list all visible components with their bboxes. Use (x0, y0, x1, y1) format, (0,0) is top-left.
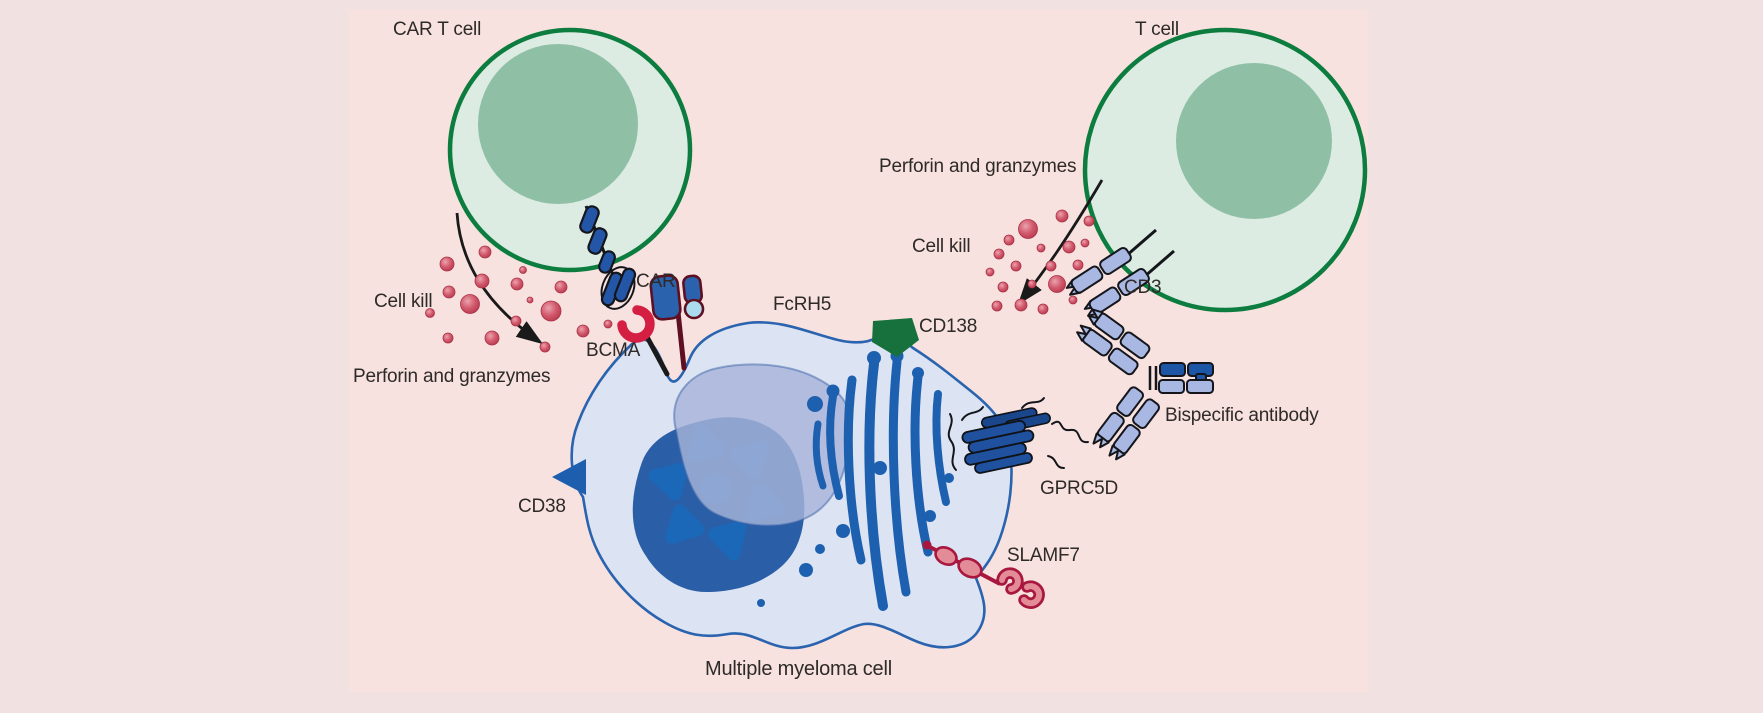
fcrh5-receptor (649, 274, 705, 371)
t-cell-nucleus (1176, 63, 1332, 219)
car-receptor (579, 205, 637, 310)
cd38-marker (552, 459, 586, 495)
label-car-t-cell: CAR T cell (393, 19, 482, 40)
gprc5d-receptor (947, 397, 1089, 474)
label-bcma: BCMA (586, 340, 641, 361)
t-cell (1082, 27, 1368, 313)
label-slamf7: SLAMF7 (1007, 545, 1080, 566)
car-t-cell (447, 27, 693, 273)
label-cd38: CD38 (518, 496, 566, 517)
label-perforin-granzymes-right: Perforin and granzymes (879, 156, 1077, 177)
cd138-marker (872, 318, 919, 357)
label-cell-kill-right: Cell kill (912, 236, 971, 257)
label-perforin-granzymes-left: Perforin and granzymes (353, 366, 551, 387)
label-bispecific-antibody: Bispecific antibody (1165, 405, 1319, 426)
label-cell-kill-left: Cell kill (374, 291, 433, 312)
label-t-cell: T cell (1135, 19, 1179, 40)
label-gprc5d: GPRC5D (1040, 478, 1118, 499)
cell-kill-arrow-right (1017, 179, 1104, 305)
label-cd3: CD3 (1124, 277, 1162, 298)
endoplasmic-reticulum (812, 357, 950, 611)
vesicle-dots (757, 396, 954, 607)
perforin-granules-right (985, 209, 1095, 315)
perforin-granules-left (425, 245, 613, 353)
label-fcrh5: FcRH5 (773, 294, 832, 315)
label-multiple-myeloma-cell: Multiple myeloma cell (705, 658, 892, 680)
label-cd138: CD138 (919, 316, 978, 337)
bcma-receptor (617, 305, 670, 377)
multiple-myeloma-cell (552, 318, 1013, 650)
label-car: CAR (636, 271, 676, 292)
slamf7-receptor (922, 540, 1045, 609)
bispecific-antibody (1076, 308, 1214, 461)
car-t-cell-nucleus (478, 44, 638, 204)
perinuclear-halo (673, 363, 852, 527)
